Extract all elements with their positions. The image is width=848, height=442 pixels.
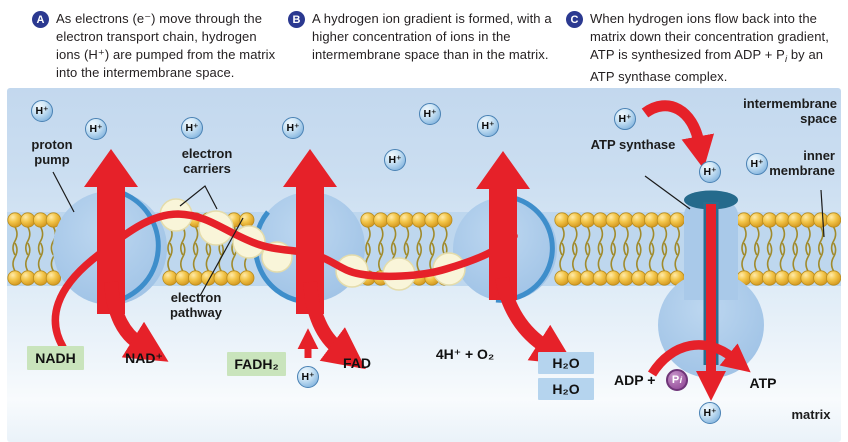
- step-b-badge: B: [288, 11, 305, 28]
- up-arrow-3: [476, 151, 530, 300]
- fadh2-tag: FADH₂: [227, 352, 286, 376]
- proton-pump-3-edge: [495, 195, 555, 303]
- pointer-lines: [52, 171, 825, 297]
- proton-pump-label: proton pump: [31, 137, 73, 167]
- h-plus-ion: H⁺: [699, 402, 721, 424]
- atp-synthase-rim: [684, 190, 738, 210]
- lipid-bilayer: [7, 212, 841, 286]
- h2o-tag: H₂O: [538, 352, 594, 374]
- h2o-tag: H₂O: [538, 378, 594, 400]
- nadh-tag: NADH: [27, 346, 84, 370]
- inner-membrane-pointer: [820, 189, 825, 238]
- adp-label: ADP +: [614, 372, 656, 388]
- h-plus-ion: H⁺: [181, 117, 203, 139]
- step-c-badge: C: [566, 11, 583, 28]
- electron-carriers-pointer: [179, 185, 218, 210]
- electron-carriers-label: electron carriers: [181, 146, 233, 176]
- h-plus-ion: H⁺: [85, 118, 107, 140]
- atp-synthase-pointer: [644, 175, 691, 210]
- curved-arrows: [104, 100, 751, 401]
- step-b: B A hydrogen ion gradient is formed, wit…: [288, 10, 564, 68]
- step-b-text: A hydrogen ion gradient is formed, with …: [312, 11, 552, 62]
- atp-tag: ATP: [749, 375, 777, 391]
- oxygen-to-water-arrow: [495, 276, 575, 366]
- h-plus-ion: H⁺: [614, 108, 636, 130]
- oxygen-reaction-tag: 4H⁺ + O₂: [435, 346, 495, 362]
- atp-synthase-label: ATP synthase: [590, 137, 676, 152]
- pi-p: P: [671, 374, 680, 386]
- h-plus-ion: H⁺: [31, 100, 53, 122]
- fad-tag: FAD: [343, 355, 371, 371]
- matrix-label: matrix: [791, 407, 831, 422]
- electron-pathway-pointer: [199, 217, 244, 297]
- step-c: C When hydrogen ions flow back into the …: [566, 10, 846, 86]
- h-plus-ion: H⁺: [477, 115, 499, 137]
- caption-steps: A As electrons (e⁻) move through the ele…: [0, 0, 848, 88]
- h-plus-ion: H⁺: [699, 161, 721, 183]
- h-plus-ion: H⁺: [384, 149, 406, 171]
- h-plus-ion: H⁺: [419, 103, 441, 125]
- electron-pathway-line: [51, 210, 518, 351]
- nadh-to-nad-arrow: [104, 281, 169, 362]
- inner-membrane-label: inner membrane: [769, 148, 835, 178]
- h-plus-ion: H⁺: [297, 366, 319, 388]
- nad-tag: NAD⁺: [125, 350, 163, 366]
- up-arrow-2: [283, 149, 337, 314]
- electron-pathway-label: electron pathway: [169, 290, 222, 320]
- adp-to-atp-arrow: [647, 340, 751, 377]
- fadh2-to-fad-arrow: [303, 281, 366, 370]
- proton-up-arrows: [84, 149, 530, 314]
- h-plus-into-synthase-arrow: [641, 100, 715, 169]
- diagram-canvas: [7, 100, 841, 401]
- proton-pump-pointer: [52, 171, 75, 213]
- step-a-badge: A: [32, 11, 49, 28]
- intermembrane-space-label: intermembrane space: [743, 96, 837, 126]
- proton-pump-2-edge: [253, 210, 301, 304]
- step-a: A As electrons (e⁻) move through the ele…: [32, 10, 284, 86]
- h-plus-ion: H⁺: [746, 153, 768, 175]
- pi-i: i: [679, 375, 683, 385]
- up-arrow-1: [84, 149, 138, 314]
- h-plus-ion: H⁺: [282, 117, 304, 139]
- step-c-text: When hydrogen ions flow back into the ma…: [590, 11, 829, 84]
- step-a-text: As electrons (e⁻) move through the elect…: [56, 11, 276, 80]
- membrane-diagram: H⁺ H⁺ H⁺ H⁺ H⁺ H⁺ H⁺ H⁺ H⁺ H⁺ H⁺ H⁺ prot…: [7, 88, 841, 442]
